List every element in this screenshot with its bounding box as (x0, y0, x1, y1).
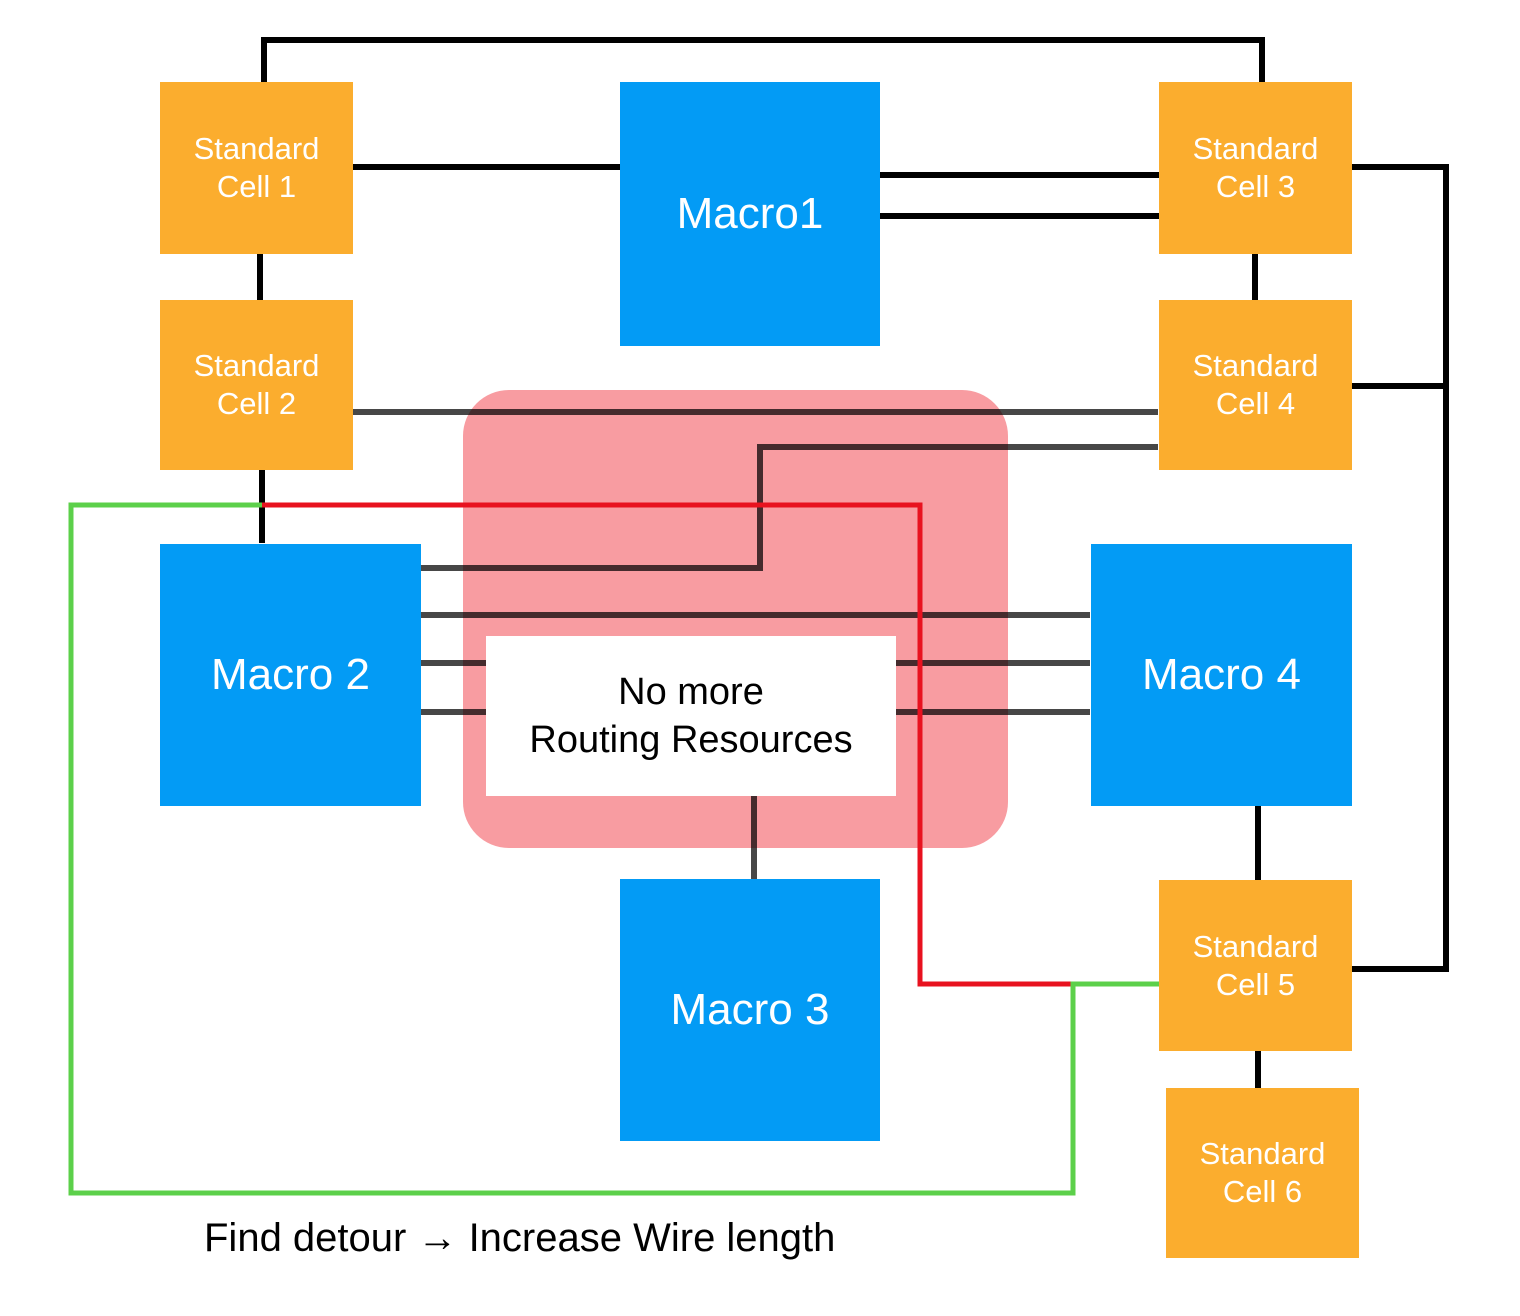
standard-cell-1: Standard Cell 1 (160, 82, 353, 254)
detour-route (68, 502, 1160, 1196)
standard-cell-4: Standard Cell 4 (1159, 300, 1352, 470)
macro-3: Macro 3 (620, 879, 880, 1141)
macro-2-label: Macro 2 (211, 650, 370, 699)
blocked-route (262, 502, 1072, 987)
congestion-note: No more Routing Resources (486, 636, 896, 796)
macro-1-label: Macro1 (676, 189, 824, 238)
standard-cell-2: Standard Cell 2 (160, 300, 353, 470)
macro-4: Macro 4 (1091, 544, 1352, 806)
standard-cell-5: Standard Cell 5 (1159, 880, 1352, 1051)
standard-cell-5-label: Standard Cell 5 (1192, 928, 1319, 1002)
caption: Find detour → Increase Wire length (204, 1216, 836, 1260)
standard-cell-6-label: Standard Cell 6 (1199, 1136, 1326, 1209)
macro-4-label: Macro 4 (1142, 650, 1301, 699)
macro-2: Macro 2 (160, 544, 421, 806)
congestion-note-text: No more Routing Resources (529, 671, 853, 761)
standard-cell-2-label: Standard Cell 2 (193, 348, 320, 421)
standard-cell-6: Standard Cell 6 (1166, 1088, 1359, 1258)
standard-cell-3: Standard Cell 3 (1159, 82, 1352, 254)
standard-cell-1-label: Standard Cell 1 (193, 131, 320, 204)
wire-cell1-cell3-top (261, 37, 1265, 87)
macro-3-label: Macro 3 (670, 985, 830, 1034)
standard-cell-4-label: Standard Cell 4 (1192, 348, 1319, 421)
macro-1: Macro1 (620, 82, 880, 346)
standard-cell-3-label: Standard Cell 3 (1192, 131, 1319, 204)
wire-cell3-cell5-bus (1349, 164, 1449, 972)
